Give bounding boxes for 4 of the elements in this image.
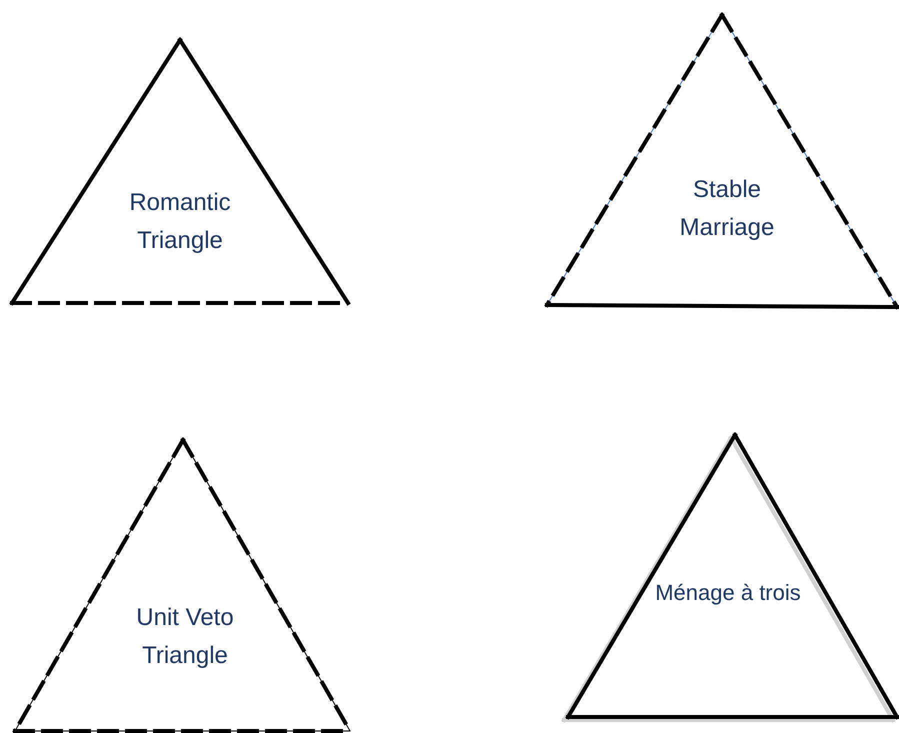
triangle-label: Romantic Triangle xyxy=(128,188,232,256)
triangle-label: Ménage à trois xyxy=(654,579,802,607)
triangle-label: Unit Veto Triangle xyxy=(135,603,235,672)
triangle-label: Stable Marriage xyxy=(678,175,776,244)
